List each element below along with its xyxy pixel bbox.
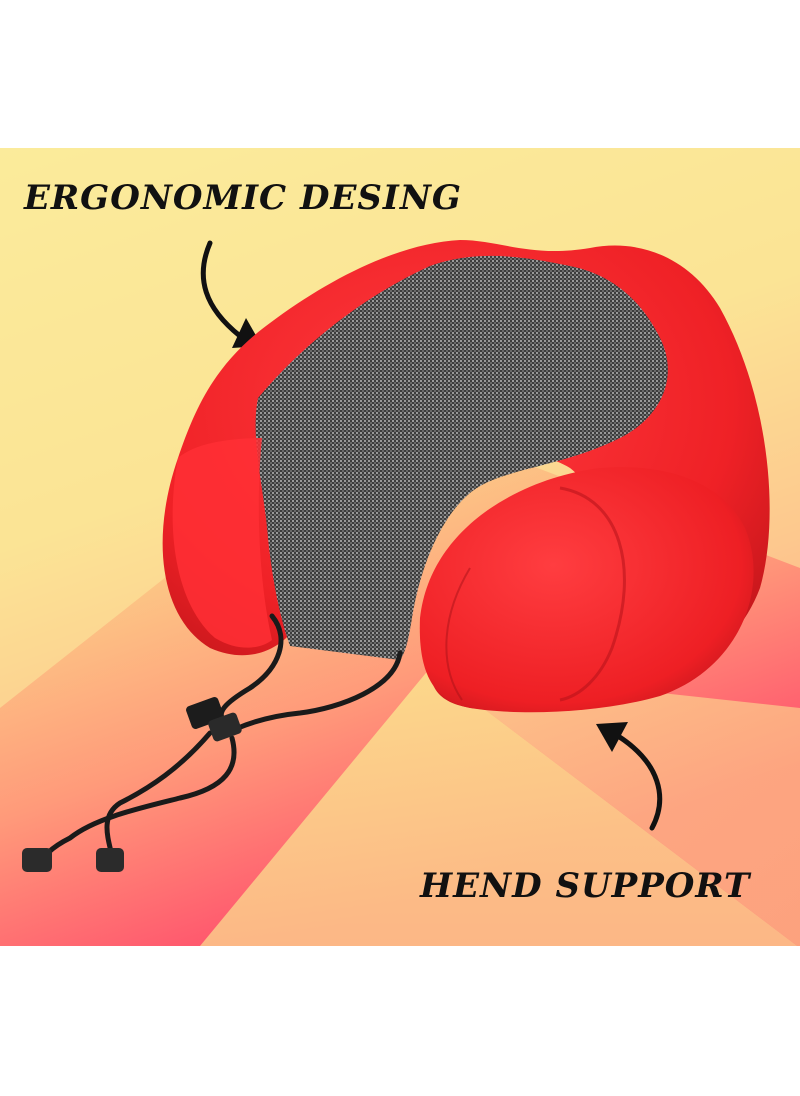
- arrow-top-icon: [200, 240, 262, 348]
- neck-pillow-illustration: [22, 240, 770, 872]
- cord-end-left-icon: [22, 848, 52, 872]
- arrow-bottom-icon: [596, 722, 663, 831]
- ergonomic-design-label: ERGONOMIC DESING: [24, 178, 462, 218]
- head-support-label: HEND SUPPORT: [420, 866, 751, 906]
- cord-lock-icon: [186, 697, 242, 742]
- product-banner: ERGONOMIC DESING HEND SUPPORT: [0, 148, 800, 946]
- cord-end-right-icon: [96, 848, 124, 872]
